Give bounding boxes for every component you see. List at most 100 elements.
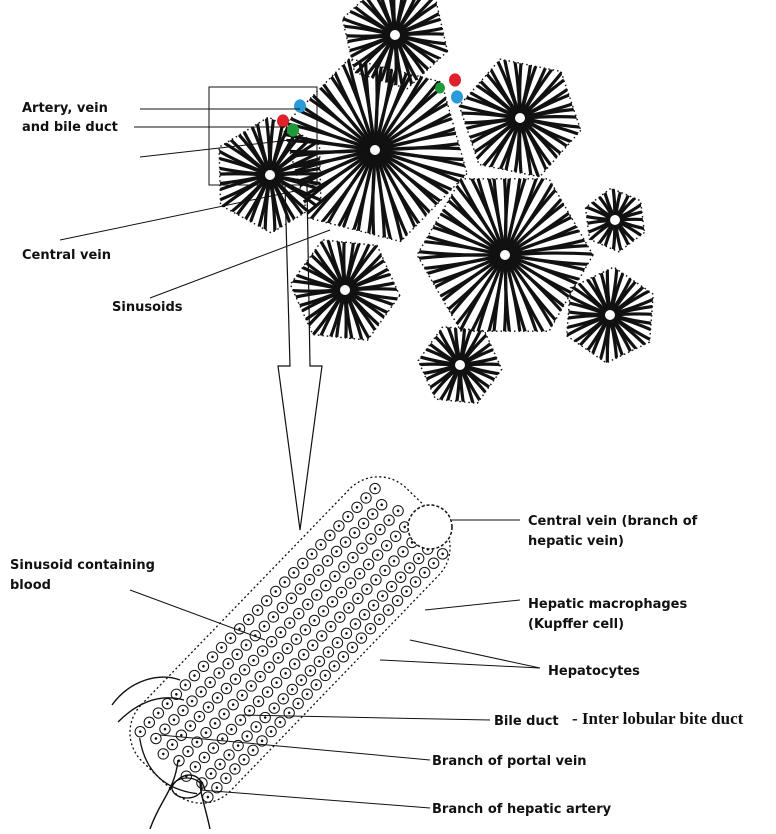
hepatocyte-nucleus (405, 589, 409, 593)
hepatocyte-nucleus (346, 515, 350, 519)
hepatocyte-nucleus (211, 655, 215, 659)
hepatocyte-nucleus (181, 709, 185, 713)
hepatocyte-cord (621, 219, 652, 220)
hepatocyte-nucleus (271, 615, 275, 619)
hepatocyte-nucleus (358, 572, 362, 576)
hepatocyte-nucleus (138, 730, 142, 734)
hepatocyte-nucleus (272, 706, 276, 710)
hepatocyte-nucleus (331, 600, 335, 604)
hepatocyte-nucleus (175, 692, 179, 696)
hepatocyte-nucleus (166, 702, 170, 706)
hepatocyte-nucleus (239, 718, 243, 722)
hepatocyte-nucleus (295, 637, 299, 641)
hepatocyte-nucleus (252, 659, 256, 663)
hepatocyte-nucleus (242, 758, 246, 762)
hepatocyte-nucleus (392, 559, 396, 563)
hepatocyte-nucleus (234, 677, 238, 681)
hepatocyte-nucleus (215, 786, 219, 790)
hepatocyte-nucleus (249, 684, 253, 688)
hepatocyte-cord (616, 314, 665, 315)
hepatocyte-nucleus (225, 687, 229, 691)
leader-line (160, 735, 430, 760)
hepatocyte-nucleus (293, 662, 297, 666)
hepatocyte-cord (345, 296, 346, 353)
hepatocyte-nucleus (207, 705, 211, 709)
hepatocyte-nucleus (302, 653, 306, 657)
central-vein (390, 30, 400, 40)
hepatocyte-nucleus (247, 618, 251, 622)
hepatocyte-nucleus (378, 528, 382, 532)
leader-line (410, 640, 540, 668)
hepatocyte-nucleus (256, 608, 260, 612)
hepatocyte-nucleus (387, 608, 391, 612)
hepatocyte-nucleus (372, 603, 376, 607)
hepatocyte-nucleus (323, 674, 327, 678)
hepatocyte-nucleus (190, 699, 194, 703)
hepatocyte-nucleus (394, 534, 398, 538)
hepatocyte-nucleus (369, 627, 373, 631)
hepatocyte-nucleus (304, 628, 308, 632)
label-central-vein-top: Central vein (22, 246, 111, 265)
label-bile-duct-top: and bile duct (22, 118, 118, 137)
hepatocyte-nucleus (351, 646, 355, 650)
central-vein (370, 145, 380, 155)
hepatocyte-nucleus (354, 622, 358, 626)
leader-line (380, 660, 540, 668)
hepatocyte-nucleus (236, 744, 240, 748)
zoom-arrow (278, 186, 322, 530)
hepatocyte-nucleus (326, 559, 330, 563)
hepatocyte-nucleus (360, 636, 364, 640)
hepatocyte-nucleus (362, 522, 366, 526)
hepatocyte-nucleus (266, 690, 270, 694)
hepatocyte-nucleus (369, 537, 373, 541)
central-vein (265, 170, 275, 180)
hepatocyte-nucleus (156, 711, 160, 715)
hepatocyte-nucleus (371, 512, 375, 516)
label-hepatocytes: Hepatocytes (548, 662, 640, 681)
hepatocyte-nucleus (284, 671, 288, 675)
central-vein (610, 215, 620, 225)
hepatocyte-nucleus (376, 553, 380, 557)
hepatic-plate-strip (112, 460, 467, 829)
hepatocyte-nucleus (233, 767, 237, 771)
hepatocyte-nucleus (154, 737, 158, 741)
hepatocyte-nucleus (290, 688, 294, 692)
hepatocyte-nucleus (204, 731, 208, 735)
hepatocyte-nucleus (217, 671, 221, 675)
hepatocyte-nucleus (387, 518, 391, 522)
hepatocyte-nucleus (441, 552, 445, 556)
hepatocyte-nucleus (231, 703, 235, 707)
label-sinusoids: Sinusoids (112, 298, 183, 317)
hepatocyte-cord (526, 117, 591, 118)
hepatocyte-nucleus (263, 716, 267, 720)
hepatocyte-nucleus (218, 762, 222, 766)
hepatocyte-nucleus (297, 612, 301, 616)
triad-vessel (451, 90, 463, 103)
hepatocyte-nucleus (337, 524, 341, 528)
leader-line (60, 190, 300, 240)
hepatocyte-nucleus (290, 596, 294, 600)
central-vein (500, 250, 510, 260)
hepatocyte-nucleus (260, 739, 264, 743)
leader-line (140, 140, 290, 157)
label-sinusoid-blood-1: Sinusoid containing (10, 556, 155, 575)
hepatocyte-nucleus (342, 565, 346, 569)
hepatocyte-nucleus (347, 606, 351, 610)
hepatocyte-nucleus (267, 665, 271, 669)
hepatocyte-nucleus (199, 690, 203, 694)
hepatocyte-nucleus (202, 664, 206, 668)
hepatocyte-cord (449, 118, 514, 123)
label-macrophages-2: (Kupffer cell) (528, 615, 624, 634)
hepatocyte-nucleus (328, 534, 332, 538)
hepatocyte-nucleus (351, 556, 355, 560)
hepatocyte-nucleus (338, 615, 342, 619)
hepatocyte-nucleus (251, 748, 255, 752)
leader-line (425, 600, 520, 610)
hepatocyte-nucleus (240, 693, 244, 697)
hepatocyte-nucleus (258, 675, 262, 679)
hepatocyte-nucleus (381, 594, 385, 598)
hepatocyte-nucleus (308, 578, 312, 582)
hepatocyte-nucleus (262, 624, 266, 628)
hepatocyte-nucleus (235, 653, 239, 657)
hepatocyte-nucleus (401, 550, 405, 554)
